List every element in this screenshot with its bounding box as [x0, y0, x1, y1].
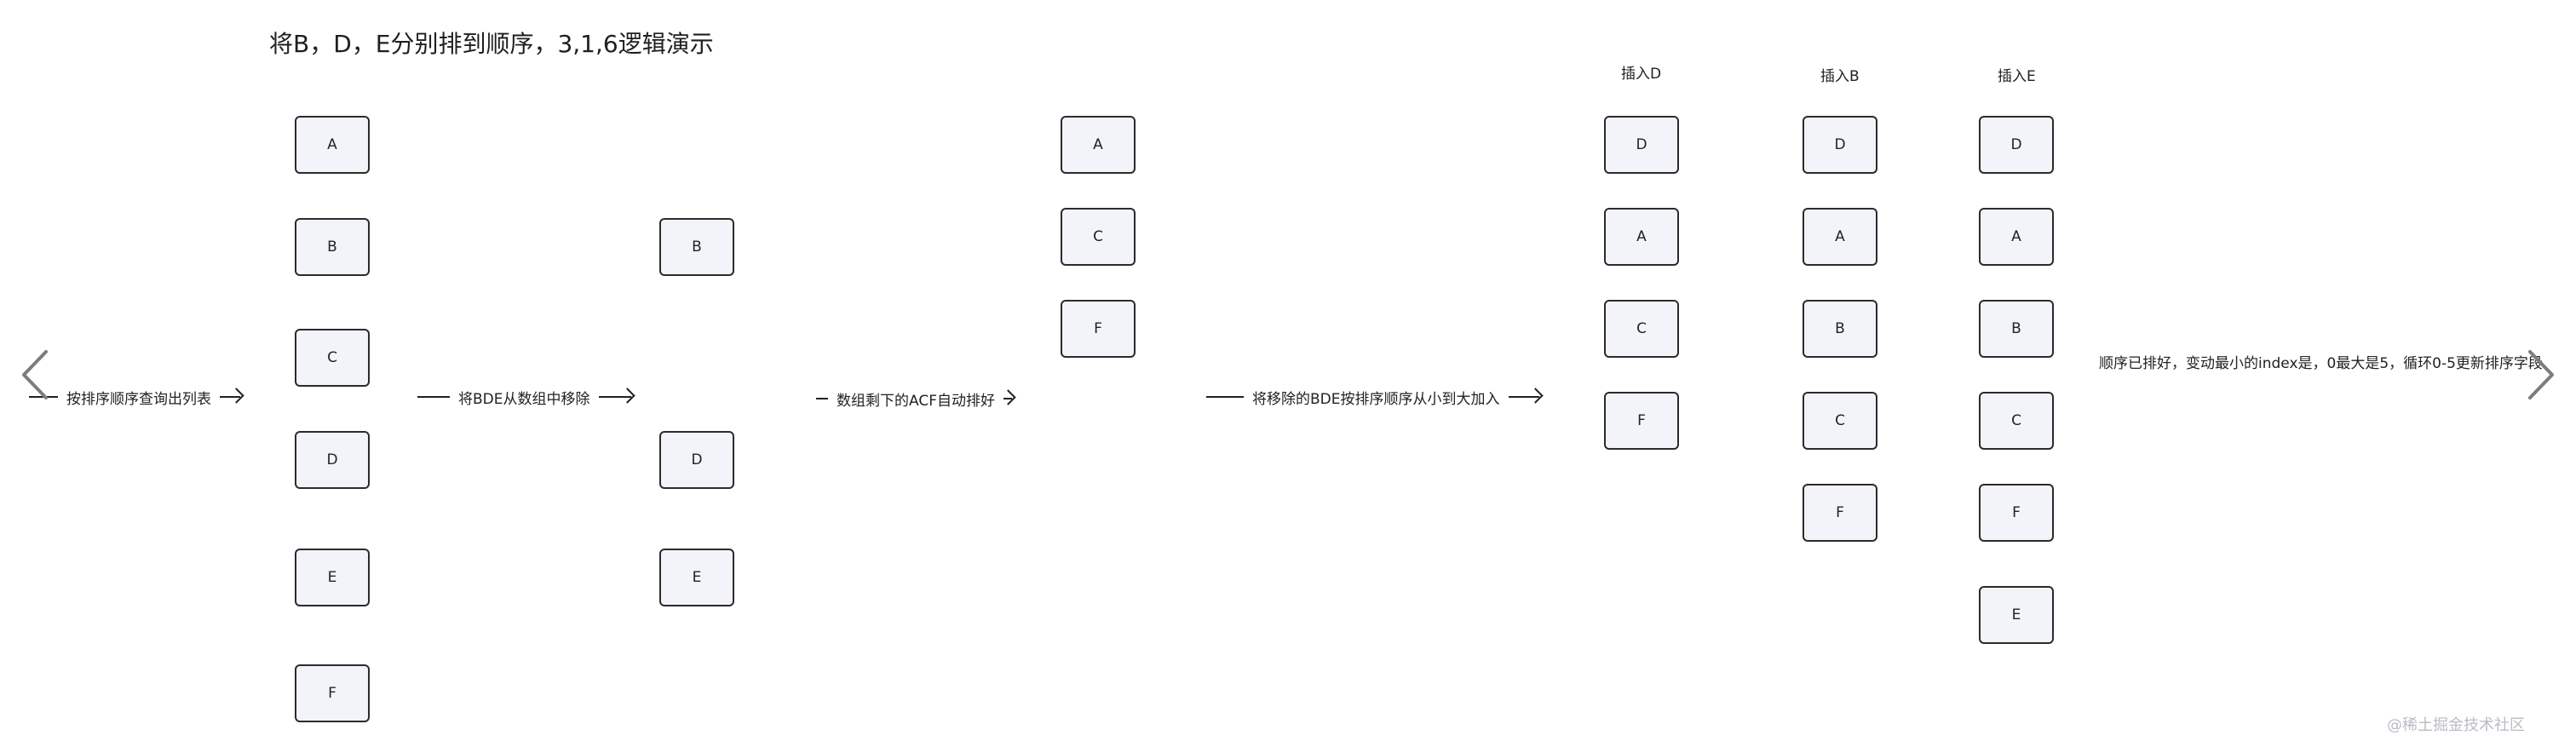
connector-line	[816, 398, 828, 399]
connector-line	[417, 396, 450, 398]
node-box: A	[1061, 116, 1136, 174]
step-label: 按排序顺序查询出列表	[66, 390, 211, 408]
step-label: 顺序已排好，变动最小的index是，0最大是5，循环0-5更新排序字段	[2099, 354, 2543, 372]
column-label: 插入B	[1820, 68, 1860, 85]
chevron-left-icon	[22, 350, 48, 399]
node-box: B	[295, 218, 370, 276]
prev-slide-button[interactable]	[19, 345, 53, 405]
node-box: E	[659, 549, 734, 606]
node-box: E	[1979, 586, 2054, 644]
node-box: F	[295, 664, 370, 722]
node-box: C	[1061, 208, 1136, 266]
node-box: A	[1803, 208, 1877, 266]
connector-line	[1206, 396, 1244, 398]
arrow-right-icon	[220, 396, 240, 398]
column-label: 插入D	[1621, 66, 1662, 83]
next-slide-button[interactable]	[2523, 345, 2557, 405]
diagram-title: 将B，D，E分别排到顺序，3,1,6逻辑演示	[269, 30, 714, 58]
chevron-right-icon	[2528, 350, 2554, 399]
step-label: 将BDE从数组中移除	[458, 390, 590, 408]
column-label: 插入E	[1998, 68, 2036, 85]
step-3-connector: 数组剩下的ACF自动排好	[816, 382, 1012, 416]
node-box: A	[1604, 208, 1679, 266]
node-box: D	[1803, 116, 1877, 174]
node-box: D	[1979, 116, 2054, 174]
step-label: 数组剩下的ACF自动排好	[837, 392, 995, 410]
step-1-connector: 按排序顺序查询出列表	[29, 380, 240, 414]
step-4-connector: 将移除的BDE按排序顺序从小到大加入	[1206, 380, 1539, 414]
node-box: F	[1803, 484, 1877, 542]
node-box: D	[659, 431, 734, 489]
node-box: F	[1604, 392, 1679, 450]
node-box: A	[1979, 208, 2054, 266]
node-box: C	[1604, 300, 1679, 358]
node-box: D	[295, 431, 370, 489]
arrow-right-icon	[1508, 396, 1539, 398]
step-5-label: 顺序已排好，变动最小的index是，0最大是5，循环0-5更新排序字段	[2099, 344, 2543, 378]
step-label: 将移除的BDE按排序顺序从小到大加入	[1252, 390, 1500, 408]
node-box: A	[295, 116, 370, 174]
node-box: B	[1803, 300, 1877, 358]
node-box: C	[1979, 392, 2054, 450]
node-box: F	[1979, 484, 2054, 542]
node-box: B	[659, 218, 734, 276]
node-box: D	[1604, 116, 1679, 174]
node-box: E	[295, 549, 370, 606]
node-box: C	[295, 329, 370, 387]
node-box: C	[1803, 392, 1877, 450]
arrow-right-icon	[1003, 398, 1012, 399]
node-box: B	[1979, 300, 2054, 358]
arrow-right-icon	[598, 396, 631, 398]
node-box: F	[1061, 300, 1136, 358]
watermark: @稀土掘金技术社区	[2387, 716, 2525, 734]
step-2-connector: 将BDE从数组中移除	[417, 380, 631, 414]
